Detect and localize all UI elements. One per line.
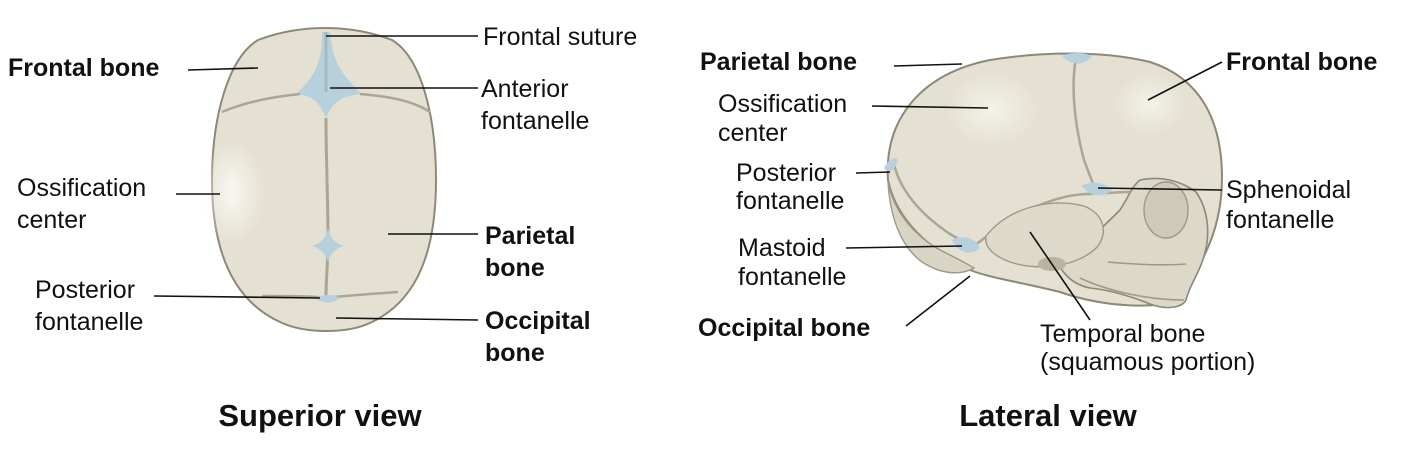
superior-coronal-suture-left	[221, 92, 301, 114]
lateral-orbit	[1143, 181, 1189, 239]
leader-lateral-parietal-bone	[893, 63, 963, 67]
leader-superior-occipital-bone	[335, 317, 479, 321]
label-lateral-sphenoidal-fontanelle-line1: Sphenoidal	[1226, 176, 1351, 204]
label-superior-posterior-fontanelle-line1: Posterior	[35, 276, 135, 304]
leader-lateral-ossification-center	[871, 105, 989, 109]
lateral-frontal-highlight	[1114, 74, 1186, 134]
superior-sagittal-suture	[324, 117, 330, 297]
superior-anterior-fontanelle	[296, 32, 362, 118]
label-lateral-temporal-bone-line1: Temporal bone	[1040, 320, 1205, 348]
lateral-anterior-fontanelle	[1062, 53, 1092, 64]
superior-view-figure	[200, 27, 438, 332]
label-lateral-posterior-fontanelle-line1: Posterior	[736, 159, 836, 187]
lateral-sphenoidal-fontanelle	[1082, 182, 1112, 196]
superior-ossification-highlight	[200, 140, 264, 244]
lateral-view-figure	[884, 52, 1224, 309]
label-superior-ossification-center-line2: center	[17, 206, 86, 234]
lateral-mandible	[1079, 277, 1185, 301]
superior-coronal-suture-right	[359, 92, 431, 114]
label-superior-anterior-fontanelle-line2: fontanelle	[481, 107, 589, 135]
lateral-parietal-highlight	[946, 74, 1038, 146]
label-superior-ossification-center-line1: Ossification	[17, 174, 146, 202]
label-lateral-posterior-fontanelle-line2: fontanelle	[736, 187, 844, 215]
label-superior-frontal-bone: Frontal bone	[8, 54, 159, 82]
superior-view-title: Superior view	[218, 398, 422, 433]
label-lateral-frontal-bone: Frontal bone	[1226, 48, 1377, 76]
leader-lateral-frontal-bone	[1147, 61, 1223, 101]
superior-leader-lines	[153, 35, 479, 321]
lateral-view-title: Lateral view	[959, 398, 1137, 433]
label-superior-occipital-bone-line1: Occipital	[485, 307, 591, 335]
leader-lateral-mastoid-fontanelle	[845, 245, 963, 249]
label-lateral-ossification-center-line1: Ossification	[718, 90, 847, 118]
leader-superior-posterior-fontanelle	[153, 295, 321, 299]
lateral-occipital	[887, 181, 976, 274]
label-lateral-parietal-bone: Parietal bone	[700, 48, 857, 76]
label-lateral-temporal-bone-line2: (squamous portion)	[1040, 348, 1255, 376]
lateral-teeth	[1107, 261, 1187, 266]
lateral-temporal-squama	[985, 202, 1104, 268]
label-lateral-mastoid-fontanelle-line1: Mastoid	[738, 234, 826, 262]
lateral-mastoid-fontanelle	[952, 237, 980, 253]
leader-lateral-temporal-bone	[1029, 231, 1091, 321]
leader-lateral-occipital-bone	[905, 275, 971, 327]
label-superior-parietal-bone-line2: bone	[485, 254, 545, 282]
leader-lateral-posterior-fontanelle	[855, 171, 891, 174]
lateral-posterior-fontanelle	[884, 158, 898, 172]
label-superior-parietal-bone-line1: Parietal	[485, 222, 575, 250]
label-superior-posterior-fontanelle-line2: fontanelle	[35, 308, 143, 336]
leader-lateral-sphenoidal-fontanelle	[1097, 187, 1223, 191]
leader-superior-frontal-bone	[187, 67, 259, 71]
label-lateral-sphenoidal-fontanelle-line2: fontanelle	[1226, 206, 1334, 234]
label-superior-occipital-bone-line2: bone	[485, 339, 545, 367]
superior-posterior-fontanelle	[316, 295, 340, 303]
label-lateral-occipital-bone: Occipital bone	[698, 314, 870, 342]
lateral-leader-lines	[845, 61, 1223, 327]
label-superior-anterior-fontanelle-line1: Anterior	[481, 75, 569, 103]
label-superior-frontal-suture: Frontal suture	[483, 23, 637, 51]
superior-parietal-gap	[312, 228, 344, 262]
label-lateral-ossification-center-line2: center	[718, 119, 787, 147]
label-lateral-mastoid-fontanelle-line2: fontanelle	[738, 263, 846, 291]
